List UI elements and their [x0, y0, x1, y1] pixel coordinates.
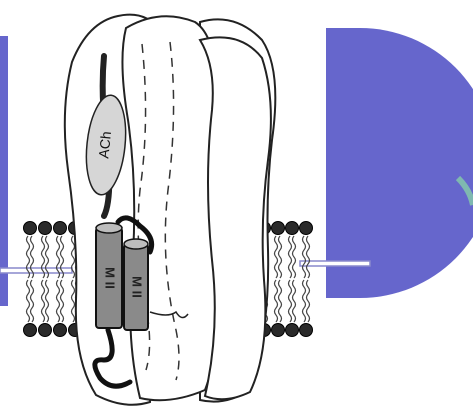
lipid-tail-lower	[46, 280, 49, 322]
lipid-tail-upper	[289, 236, 292, 278]
lipid-tail-upper	[303, 236, 306, 278]
lipid-tail-upper	[275, 236, 278, 278]
lipid-tail-lower	[293, 280, 296, 322]
helix-front: M II	[96, 223, 122, 328]
lipid-tail-lower	[279, 280, 282, 322]
right-half-disc	[326, 28, 473, 298]
lipid-tail-lower	[275, 280, 278, 322]
left-accent-bar	[0, 36, 8, 306]
lipid-head	[286, 324, 299, 337]
lipid-head	[272, 222, 285, 235]
lipid-head	[24, 222, 37, 235]
helix-back-label: M II	[130, 276, 145, 298]
lipid-tail-upper	[293, 236, 296, 278]
lipid-tail-upper	[279, 236, 282, 278]
lipid-head	[54, 222, 67, 235]
lipid-tail-lower	[303, 280, 306, 322]
lipid-tail-lower	[289, 280, 292, 322]
lipid-head	[39, 222, 52, 235]
lipid-tail-upper	[307, 236, 310, 278]
lipid-tail-lower	[31, 280, 34, 322]
lipid-head	[300, 222, 313, 235]
lipid-head	[286, 222, 299, 235]
lipid-tail-lower	[61, 280, 64, 322]
lipid-head	[272, 324, 285, 337]
lipid-head	[24, 324, 37, 337]
lipid-head	[300, 324, 313, 337]
ach-label: ACh	[95, 130, 114, 159]
lipid-tail-lower	[307, 280, 310, 322]
receptor-channel	[65, 15, 276, 405]
helix-front-cap	[96, 223, 122, 233]
helix-back: M II	[124, 239, 148, 330]
lipid-tail-lower	[27, 280, 30, 322]
helix-front-label: M II	[103, 267, 118, 289]
lipid-tail-lower	[42, 280, 45, 322]
lipid-head	[54, 324, 67, 337]
helix-back-cap	[124, 239, 148, 249]
lipid-tail-lower	[57, 280, 60, 322]
lipid-tail-lower	[72, 280, 75, 322]
subunit-center	[122, 16, 217, 400]
horizontal-rule-right	[300, 261, 370, 266]
lipid-head	[39, 324, 52, 337]
